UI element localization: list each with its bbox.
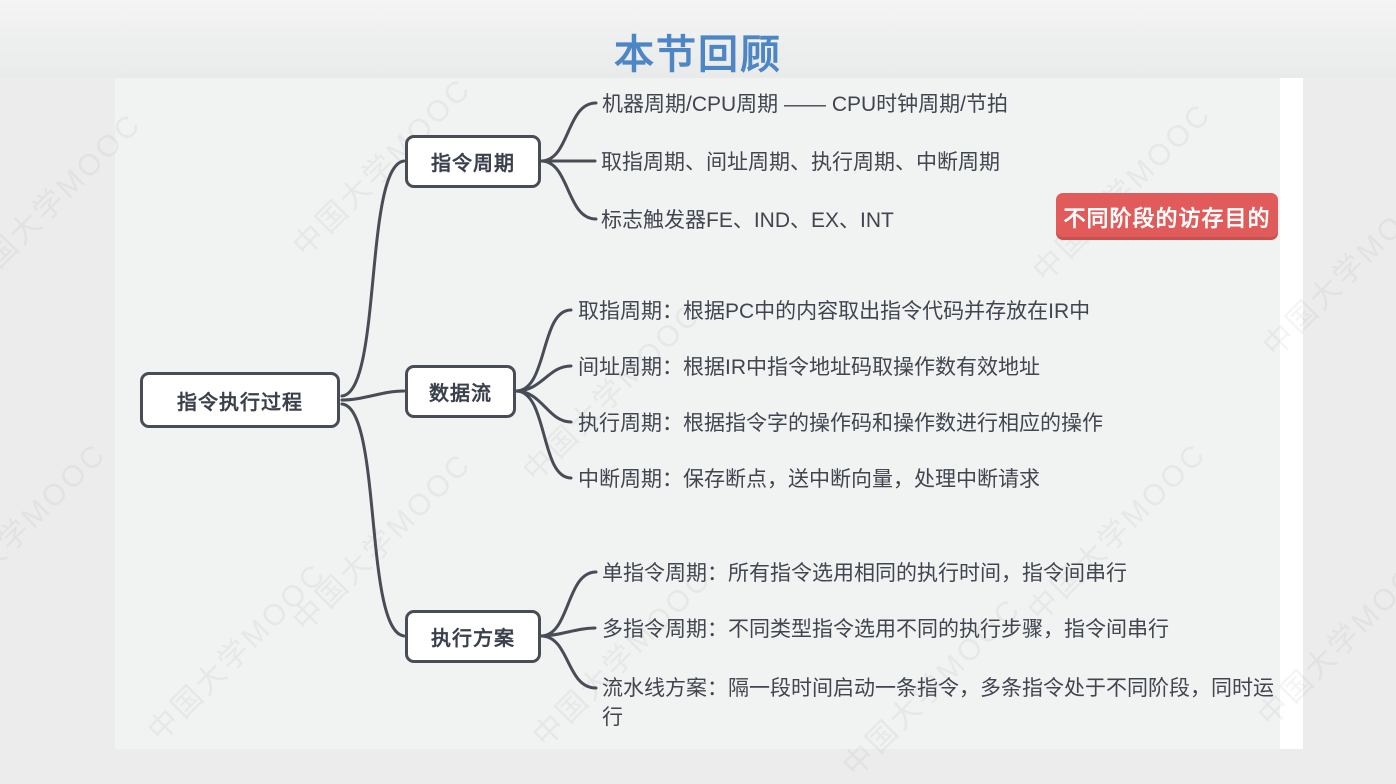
leaf-text: 流水线方案：隔一段时间启动一条指令，多条指令处于不同阶段，同时运行	[602, 677, 1274, 729]
memory-access-badge: 不同阶段的访存目的	[1056, 193, 1278, 240]
branch-node-data-flow: 数据流	[405, 365, 516, 418]
leaf-text: 中断周期：保存断点，送中断向量，处理中断请求	[578, 468, 1040, 491]
leaf-text: 间址周期：根据IR中指令地址码取操作数有效地址	[578, 356, 1040, 379]
page-gap	[1280, 78, 1303, 749]
header-strip	[0, 0, 1396, 78]
leaf-text: 取指周期、间址周期、执行周期、中断周期	[601, 151, 1000, 174]
root-node: 指令执行过程	[140, 372, 340, 428]
branch-node-instruction-cycle: 指令周期	[405, 135, 541, 188]
watermark-text: 中国大学MOOC	[0, 436, 114, 629]
leaf-text: 取指周期：根据PC中的内容取出指令代码并存放在IR中	[578, 300, 1091, 323]
branch-node-execution-scheme: 执行方案	[405, 610, 541, 663]
page-title: 本节回顾	[614, 32, 782, 77]
leaf-text: 执行周期：根据指令字的操作码和操作数进行相应的操作	[578, 412, 1103, 435]
leaf-text: 多指令周期：不同类型指令选用不同的执行步骤，指令间串行	[602, 618, 1169, 641]
leaf-text: 单指令周期：所有指令选用相同的执行时间，指令间串行	[602, 562, 1127, 585]
leaf-text: 标志触发器FE、IND、EX、INT	[601, 209, 894, 232]
leaf-text: 机器周期/CPU周期 —— CPU时钟周期/节拍	[602, 93, 1009, 116]
